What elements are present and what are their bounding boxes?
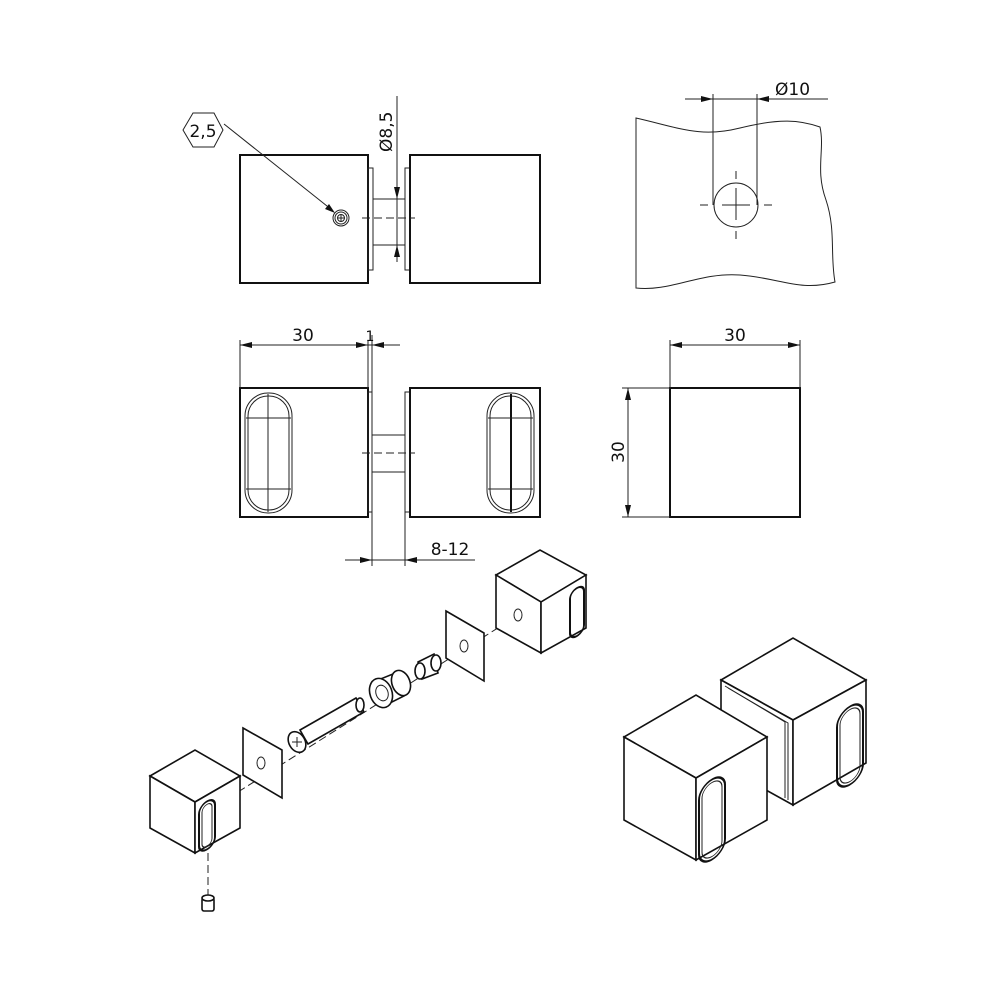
set-screw-hole [332, 209, 350, 227]
glass-thickness-dimension: 8-12 [345, 512, 475, 566]
knob-side [669, 387, 801, 518]
shaft-diameter-label: Ø8,5 [377, 112, 397, 152]
left-knob [239, 387, 369, 518]
glass-hole-detail: Ø10 [635, 80, 836, 290]
right-plate [445, 609, 485, 683]
left-slot [244, 392, 293, 514]
knob-width-label: 30 [292, 326, 314, 346]
right-cube [494, 549, 588, 655]
glass-panel-outline [635, 117, 836, 290]
glass-thickness-label: 8-12 [431, 540, 470, 560]
top-view: 30 1 8-12 [239, 326, 541, 566]
assembled-view [622, 637, 868, 863]
exploded-view [148, 549, 588, 912]
leader-arrow [325, 204, 335, 213]
knob-width-dimension: 30 1 [239, 326, 400, 566]
right-knob [409, 387, 541, 518]
shaft [372, 198, 406, 246]
side-height-label: 30 [609, 441, 629, 463]
right-knob [409, 154, 541, 284]
side-view: 30 30 [609, 326, 801, 518]
front-cube [622, 694, 769, 863]
set-screw [201, 894, 215, 912]
leader-line [223, 123, 333, 211]
shaft-diameter-dimension: Ø8,5 [377, 96, 400, 262]
side-width-label: 30 [724, 326, 746, 346]
hole-diameter-dimension: Ø10 [685, 80, 828, 205]
plate-thickness-label: 1 [366, 329, 375, 345]
hex-callout: 2,5 [182, 112, 335, 213]
hex-icon [182, 112, 224, 148]
bushing [368, 669, 412, 709]
right-slot [486, 392, 535, 514]
sleeve [414, 652, 442, 681]
left-cube [148, 749, 242, 855]
front-view: 2,5 Ø8,5 [182, 96, 541, 284]
hex-callout-label: 2,5 [189, 122, 216, 142]
bolt [287, 696, 366, 754]
left-plate [242, 726, 283, 800]
glass-hole [713, 182, 759, 228]
hole-diameter-label: Ø10 [775, 80, 810, 100]
